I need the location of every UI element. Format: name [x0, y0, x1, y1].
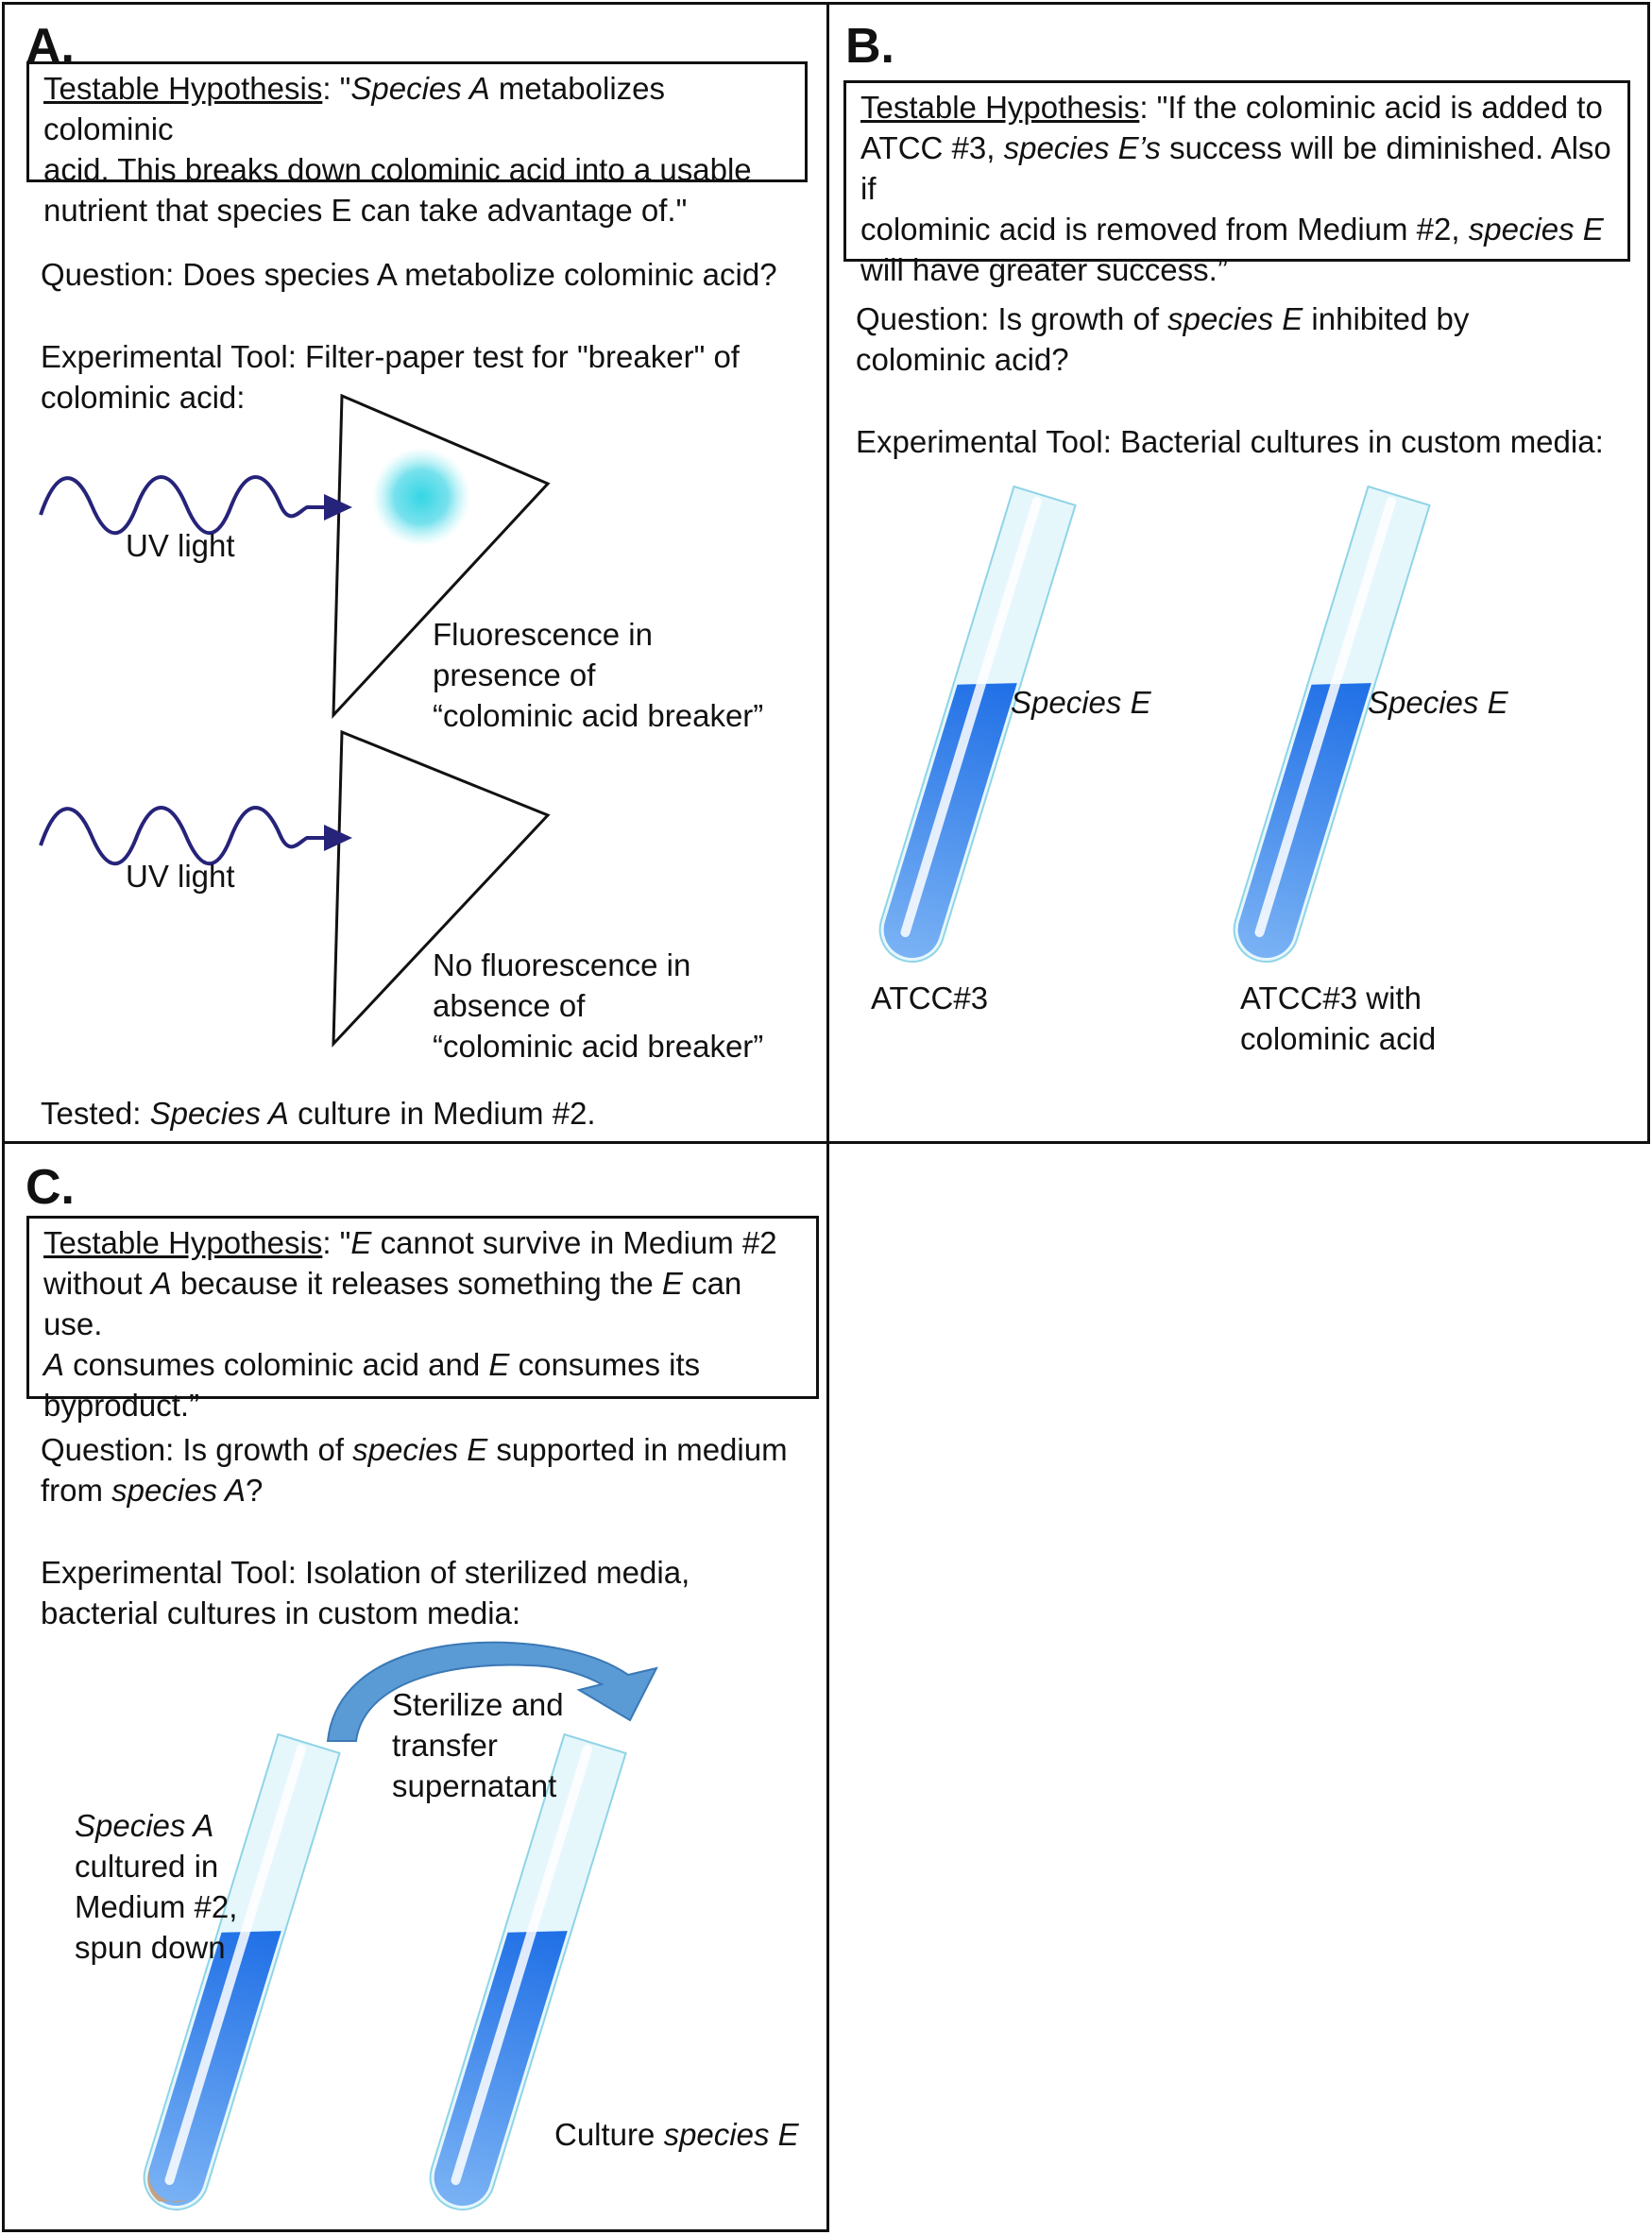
hyp-c-l2-i1: A: [150, 1266, 172, 1301]
hyp-a-line1-b: metabolizes colominic: [43, 71, 666, 146]
panel-c: C. Testable Hypothesis: "E cannot surviv…: [2, 1141, 829, 2232]
uv-wave-1: [39, 475, 342, 536]
filter-paper-triangle-2: [332, 729, 551, 1048]
arrow-label-line1: Sterilize and: [392, 1687, 564, 1722]
fluorescence-label-line3: “colominic acid breaker”: [433, 698, 764, 733]
uv-light-label-1: UV light: [126, 528, 235, 563]
panel-a-question: Question: Does species A metabolize colo…: [41, 257, 777, 292]
hyp-b-line2-i: species E’s: [1003, 130, 1161, 165]
arrow-label-line3: supernatant: [392, 1768, 557, 1803]
panel-c-hypothesis-title: Testable Hypothesis: [43, 1225, 323, 1260]
uv-arrowhead-2: [324, 825, 352, 851]
hyp-c-l2-b: because it releases something the: [171, 1266, 662, 1301]
hyp-b-line2-b: success will be diminished. Also if: [860, 130, 1611, 206]
hyp-c-l3-a: consumes colominic acid and: [64, 1347, 489, 1382]
tube1-species-label: Species E: [1011, 682, 1151, 723]
tested-post: culture in Medium #2.: [288, 1096, 596, 1131]
panel-c-tool-line1: Experimental Tool: Isolation of steriliz…: [41, 1555, 690, 1590]
q-b-post: inhibited by: [1303, 301, 1470, 336]
fluorescence-spot: [372, 448, 470, 546]
q-c-l2-pre: from: [41, 1473, 112, 1508]
right-species: species E: [663, 2117, 799, 2152]
panel-b-tubes: [878, 485, 1431, 964]
q-b-species: species E: [1167, 301, 1303, 336]
transfer-arrow: [326, 1641, 658, 1742]
hyp-c-l1-i: E: [350, 1225, 372, 1260]
panel-a-hypothesis-box: Testable Hypothesis: "Species A metaboli…: [26, 61, 808, 228]
panel-a-tool-line2: colominic acid:: [41, 380, 246, 415]
uv-arrowhead-1: [324, 494, 352, 520]
q-c-l2-post: ?: [246, 1473, 264, 1508]
hyp-c-l1-b: cannot survive in Medium #2: [371, 1225, 777, 1260]
panel-c-question-line1: Question: Is growth of species E support…: [41, 1429, 788, 1470]
tube1-medium-label: ATCC#3: [871, 981, 989, 1015]
hyp-c-l3-i2: E: [488, 1347, 510, 1382]
hyp-c-l2-i2: E: [661, 1266, 683, 1301]
hyp-c-l2-a: without: [43, 1266, 151, 1301]
hyp-a-line1-i: Species A: [350, 71, 490, 106]
panel-b-label: B.: [845, 19, 894, 74]
test-tube-species-e: [429, 1732, 627, 2211]
tube1-species-text: Species E: [1011, 685, 1151, 720]
hyp-b-line3-a: colominic acid is removed from Medium #2…: [860, 212, 1469, 247]
panel-a: A. Testable Hypothesis: "Species A metab…: [2, 2, 829, 1144]
hyp-c-l2-c: can use.: [43, 1266, 742, 1341]
panel-c-diagram: [143, 1641, 658, 2211]
hyp-b-line4: will have greater success.”: [860, 252, 1228, 287]
left-tube-label-line4: spun down: [75, 1930, 226, 1965]
hyp-b-line2-a: ATCC #3,: [860, 130, 1004, 165]
tube2-species-label: Species E: [1368, 682, 1508, 723]
tube2-medium-label-line2: colominic acid: [1240, 1021, 1437, 1056]
panel-a-tool-line1: Experimental Tool: Filter-paper test for…: [41, 339, 740, 374]
q-c-pre: Question: Is growth of: [41, 1432, 353, 1467]
left-tube-label-line3: Medium #2,: [75, 1889, 238, 1924]
left-tube-label-line1: Species A: [75, 1805, 213, 1846]
hyp-c-l3-i1: A: [43, 1347, 65, 1382]
test-tube-1: [878, 485, 1077, 964]
hyp-a-line3: nutrient that species E can take advanta…: [43, 193, 688, 228]
hyp-c-l1-a: : ": [322, 1225, 351, 1260]
panel-c-question-line2: from species A?: [41, 1470, 263, 1510]
panel-c-tool-line2: bacterial cultures in custom media:: [41, 1595, 521, 1630]
panel-b-tool: Experimental Tool: Bacterial cultures in…: [856, 424, 1604, 459]
panel-b-hypothesis-title: Testable Hypothesis: [860, 90, 1140, 125]
tested-pre: Tested:: [41, 1096, 150, 1131]
no-fluorescence-label-line1: No fluorescence in: [433, 947, 691, 982]
hyp-b-line1: : "If the colominic acid is added to: [1139, 90, 1603, 125]
no-fluorescence-label-line3: “colominic acid breaker”: [433, 1029, 764, 1064]
panel-b: B. Testable Hypothesis: "If the colomini…: [826, 2, 1650, 1144]
q-c-species: species E: [352, 1432, 488, 1467]
left-species: Species A: [75, 1808, 214, 1843]
hyp-a-line1-a: : ": [322, 71, 351, 106]
filter-paper-diagram: [39, 393, 551, 1048]
panel-c-hypothesis-box: Testable Hypothesis: "E cannot survive i…: [26, 1216, 819, 1423]
uv-light-label-2: UV light: [126, 859, 235, 894]
fluorescence-label-line2: presence of: [433, 657, 596, 692]
tube2-species-text: Species E: [1368, 685, 1508, 720]
panel-b-question-line2: colominic acid?: [856, 342, 1069, 377]
right-tube-label: Culture species E: [554, 2114, 799, 2155]
hyp-c-l3-b: consumes its: [509, 1347, 701, 1382]
no-fluorescence-label-line2: absence of: [433, 988, 586, 1023]
fluorescence-label-line1: Fluorescence in: [433, 617, 653, 652]
left-tube-label-line2: cultured in: [75, 1849, 219, 1884]
q-b-pre: Question: Is growth of: [856, 301, 1168, 336]
test-tube-species-a: [143, 1732, 341, 2211]
arrow-label-line2: transfer: [392, 1728, 498, 1763]
hyp-a-line2: acid. This breaks down colominic acid in…: [43, 152, 752, 187]
tube2-medium-label-line1: ATCC#3 with: [1240, 981, 1422, 1015]
panel-a-tested: Tested: Species A culture in Medium #2.: [41, 1093, 596, 1134]
panel-b-question-line1: Question: Is growth of species E inhibit…: [856, 299, 1469, 339]
test-tube-2: [1233, 485, 1431, 964]
q-c-post: supported in medium: [487, 1432, 788, 1467]
tested-species: Species A: [149, 1096, 289, 1131]
panel-a-hypothesis-title: Testable Hypothesis: [43, 71, 323, 106]
right-pre: Culture: [554, 2117, 664, 2152]
q-c-l2-species: species A: [111, 1473, 247, 1508]
panel-b-hypothesis-box: Testable Hypothesis: "If the colominic a…: [843, 80, 1630, 287]
uv-wave-2: [39, 806, 342, 866]
hyp-b-line3-i: species E: [1468, 212, 1604, 247]
hyp-c-l4: byproduct.”: [43, 1388, 200, 1423]
panel-c-label: C.: [26, 1160, 75, 1215]
